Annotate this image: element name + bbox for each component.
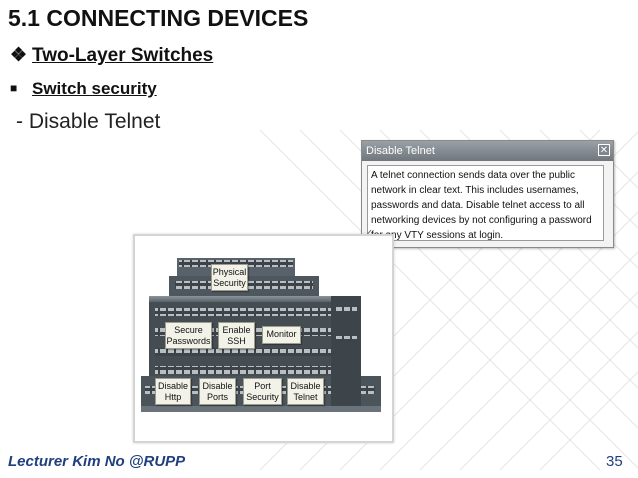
popup-line: networking devices by not configuring a … [371,215,592,226]
label-text: Security [246,392,279,402]
label-text: Disable [290,381,321,391]
label-enable-ssh: Enable SSH [218,322,255,349]
label-text: Physical [212,267,247,277]
popup-line: passwords and data. Disable telnet acces… [371,200,585,211]
subheading: ■ Switch security [10,79,157,99]
page-number: 35 [606,453,623,470]
popup-body: A telnet connection sends data over the … [367,165,604,241]
label-text: Enable [222,325,251,335]
label-text: Monitor [266,329,297,339]
footer-credit: Lecturer Kim No @RUPP [8,453,186,470]
label-disable-http: Disable Http [155,378,191,405]
label-text: Security [213,278,246,288]
square-bullet-icon: ■ [10,81,18,95]
heading-text: Two-Layer Switches [32,45,214,66]
label-text: Http [164,392,182,402]
label-text: Port [254,381,271,391]
info-popup: Disable Telnet ✕ A telnet connection sen… [361,140,614,248]
label-text: Passwords [166,336,211,346]
label-text: Ports [206,392,228,402]
label-disable-telnet: Disable Telnet [287,378,324,405]
slide-title: 5.1 CONNECTING DEVICES [8,5,309,31]
popup-title: Disable Telnet [362,141,613,161]
switch-stack-image: Physical Security Secure Passwords Enabl… [133,234,394,443]
label-physical-security: Physical Security [211,264,248,291]
point-disable-telnet: - Disable Telnet [16,110,161,133]
heading: ❖Two-Layer Switches [10,44,213,67]
popup-line: network in clear text. This includes use… [371,185,579,196]
label-text: Telnet [293,392,318,402]
popup-line: for any VTY sessions at login. [371,230,504,241]
label-text: Disable [202,381,233,391]
popup-line: A telnet connection sends data over the … [371,170,576,181]
label-monitor: Monitor [262,326,301,344]
label-secure-passwords: Secure Passwords [165,322,212,349]
label-text: Secure [174,325,203,335]
label-text: Disable [157,381,188,391]
label-port-security: Port Security [243,378,282,405]
label-disable-ports: Disable Ports [199,378,236,405]
close-icon[interactable]: ✕ [598,144,610,156]
subheading-text: Switch security [32,79,157,98]
diamond-bullet-icon: ❖ [10,45,28,66]
label-text: SSH [227,336,246,346]
